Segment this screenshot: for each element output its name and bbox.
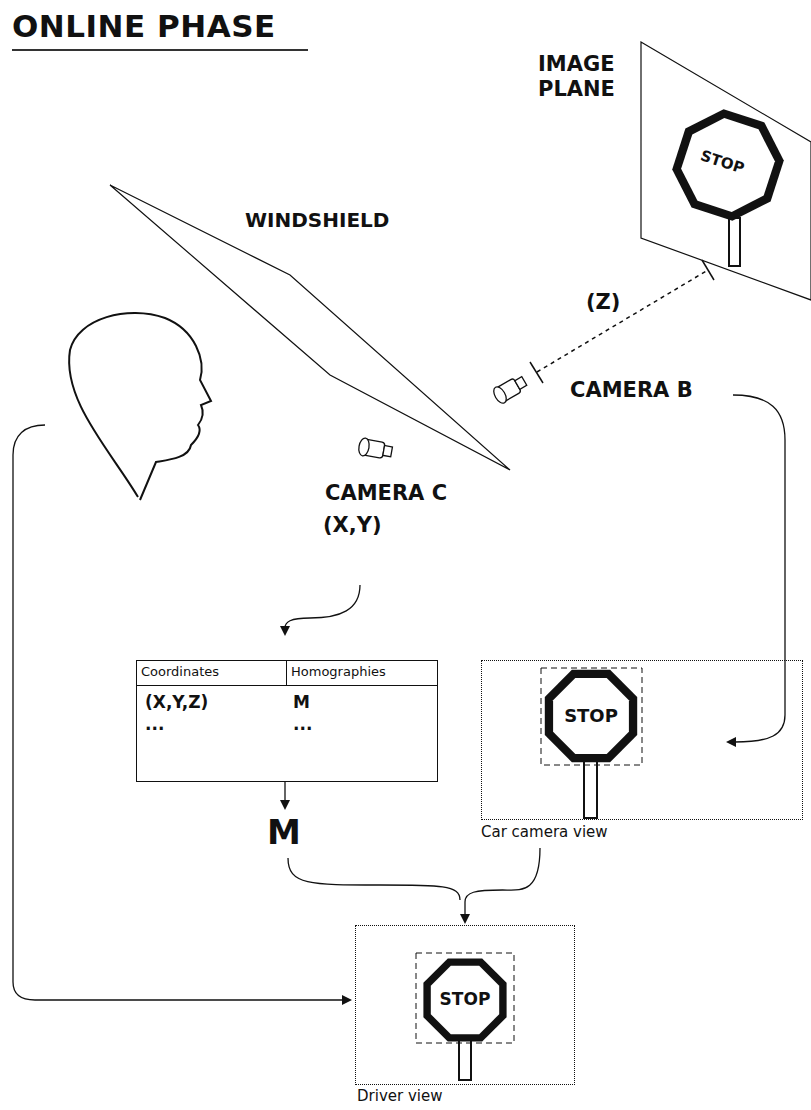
windshield xyxy=(110,185,510,470)
camera-b-arrow xyxy=(733,395,785,742)
view-caption: Car camera view xyxy=(481,824,608,841)
arrowhead xyxy=(342,995,352,1005)
arrowhead xyxy=(726,737,736,747)
table-header: Coordinates xyxy=(141,665,219,680)
sign-face xyxy=(681,118,775,212)
plane-label: IMAGE PLANE xyxy=(538,52,638,102)
camera-b-icon xyxy=(491,373,529,405)
arrowhead xyxy=(460,914,470,924)
image-plane xyxy=(641,42,811,300)
dotted-frame xyxy=(481,660,803,820)
arrowhead xyxy=(280,800,290,810)
dimension-label: (Z) xyxy=(586,290,620,315)
sign-text: STOP xyxy=(440,990,491,1010)
view-frame: STOP Driver view xyxy=(355,925,575,1108)
sign-outline xyxy=(545,670,637,762)
lookup-table: Coordinates Homographies (X,Y,Z) M...... xyxy=(136,660,438,782)
table-cell: ... xyxy=(293,715,312,735)
part-label: CAMERA C xyxy=(325,481,447,506)
matrix-label: M xyxy=(267,812,301,853)
sign-post xyxy=(729,218,740,266)
sign-outline xyxy=(672,109,784,221)
title: ONLINE PHASE xyxy=(12,8,276,44)
merge-line xyxy=(288,858,460,900)
distance-line xyxy=(537,270,708,372)
sign-face xyxy=(553,678,629,754)
driver-head xyxy=(69,313,211,500)
distance-tick xyxy=(530,362,543,383)
title-underline xyxy=(12,49,308,51)
sign-text: STOP xyxy=(564,706,618,727)
merge-connector xyxy=(460,848,540,924)
detection-box xyxy=(416,953,514,1043)
connector-line xyxy=(465,848,540,917)
view-caption: Driver view xyxy=(357,1088,442,1105)
sign-post xyxy=(584,760,597,818)
camera-c-arrow xyxy=(285,585,360,628)
sign-outline xyxy=(423,958,506,1041)
stop-sign xyxy=(545,670,637,762)
table-rule xyxy=(286,661,287,685)
table-cell: M xyxy=(293,693,310,713)
part-label: WINDSHIELD xyxy=(245,208,389,232)
camera-c-icon xyxy=(358,437,394,460)
sign-face xyxy=(431,966,499,1034)
table-cell: ... xyxy=(145,715,164,735)
stop-sign xyxy=(423,958,506,1041)
stop-sign xyxy=(672,109,784,221)
coordinate-label: (X,Y) xyxy=(323,513,382,538)
table-arrow xyxy=(284,782,285,802)
table-header: Homographies xyxy=(291,665,386,680)
table-rule xyxy=(137,685,437,686)
distance-tick xyxy=(702,260,714,280)
detection-box xyxy=(541,668,642,765)
driver-arrow xyxy=(13,425,344,1000)
sign-post xyxy=(459,1040,471,1080)
table-cell: (X,Y,Z) xyxy=(145,693,208,713)
part-label: CAMERA B xyxy=(570,378,693,403)
view-frame: STOP Car camera view xyxy=(481,660,803,846)
arrowhead xyxy=(280,626,290,636)
